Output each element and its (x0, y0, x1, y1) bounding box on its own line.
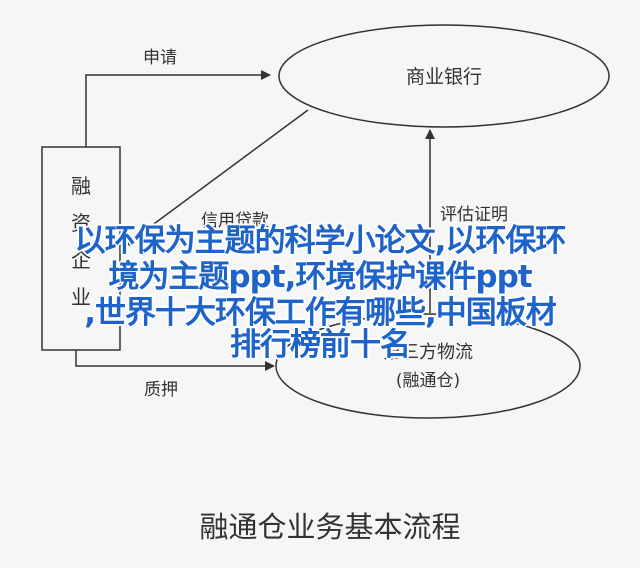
evaluate-label: 评估证明 (440, 205, 508, 225)
bank-node-label: 商业银行 (406, 66, 482, 88)
loan-arrow (123, 109, 309, 247)
bank-node (278, 24, 610, 128)
logistics-node-label-line1: 第三方物流 (383, 342, 473, 363)
logistics-node-label-line2: (融通仓) (396, 371, 460, 391)
pledge-label: 质押 (144, 380, 178, 400)
overlay-title-line4: 排行榜前十名 (230, 327, 411, 363)
apply-arrow (85, 70, 271, 147)
overlay-title-line2: 境为主题ppt,环境保护课件ppt (108, 259, 532, 295)
loan-label: 信用贷款 (201, 211, 269, 231)
overlay-title-line1: 以环保为主题的科学小论文,以环保环 (74, 223, 567, 259)
enterprise-node-label: 融资企业 (71, 174, 91, 309)
enterprise-node (41, 146, 121, 351)
apply-label: 申请 (143, 48, 177, 68)
diagram-title: 融通仓业务基本流程 (199, 510, 460, 544)
logistics-node (275, 313, 581, 419)
pledge-arrow (75, 350, 275, 371)
overlay-title-line3: ,世界十大环保工作有哪些,中国板材 (84, 295, 557, 331)
